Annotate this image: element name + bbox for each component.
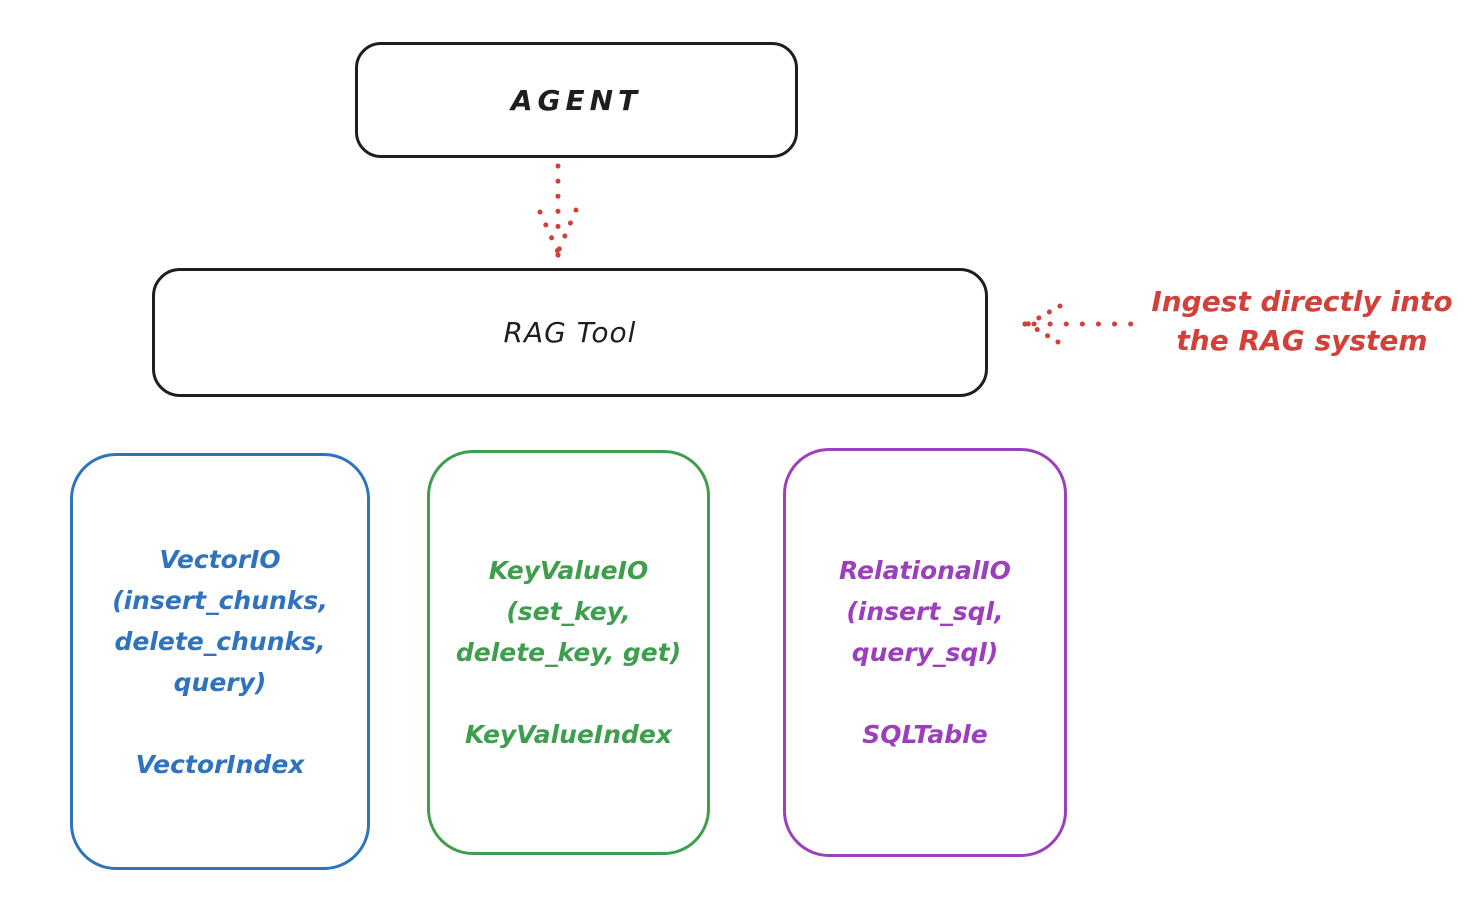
vector-io-methods-line1: (insert_chunks, xyxy=(112,585,328,615)
relational-io-title: RelationalIO xyxy=(839,556,1011,585)
sql-table-label: SQLTable xyxy=(862,720,988,749)
vector-io-methods-line2: delete_chunks, xyxy=(114,626,326,656)
keyvalue-index-label: KeyValueIndex xyxy=(465,720,672,749)
keyvalue-io-title: KeyValueIO xyxy=(488,556,649,585)
vector-io-title: VectorIO xyxy=(159,544,281,574)
keyvalue-io-methods-line1: (set_key, xyxy=(506,597,631,626)
vector-io-box: VectorIO (insert_chunks, delete_chunks, … xyxy=(70,453,370,870)
agent-label: AGENT xyxy=(510,83,643,117)
rag-tool-box: RAG Tool xyxy=(152,268,988,397)
keyvalue-io-box: KeyValueIO (set_key, delete_key, get) Ke… xyxy=(427,450,710,855)
ingest-annotation-arrow xyxy=(1022,303,1139,345)
vector-io-methods-line3: query) xyxy=(173,667,267,697)
vector-index-label: VectorIndex xyxy=(135,749,305,779)
keyvalue-io-methods-line2: delete_key, get) xyxy=(455,638,682,667)
agent-box: AGENT xyxy=(355,42,798,158)
ingest-annotation: Ingest directly into the RAG system xyxy=(1128,282,1476,360)
ingest-annotation-line2: the RAG system xyxy=(1176,324,1428,357)
relational-io-box: RelationalIO (insert_sql, query_sql) SQL… xyxy=(783,448,1067,857)
rag-tool-label: RAG Tool xyxy=(503,316,637,349)
agent-to-rag-arrow xyxy=(537,163,579,258)
relational-io-methods-line2: query_sql) xyxy=(851,638,999,667)
relational-io-methods-line1: (insert_sql, xyxy=(846,597,1004,626)
ingest-annotation-line1: Ingest directly into xyxy=(1151,285,1453,318)
